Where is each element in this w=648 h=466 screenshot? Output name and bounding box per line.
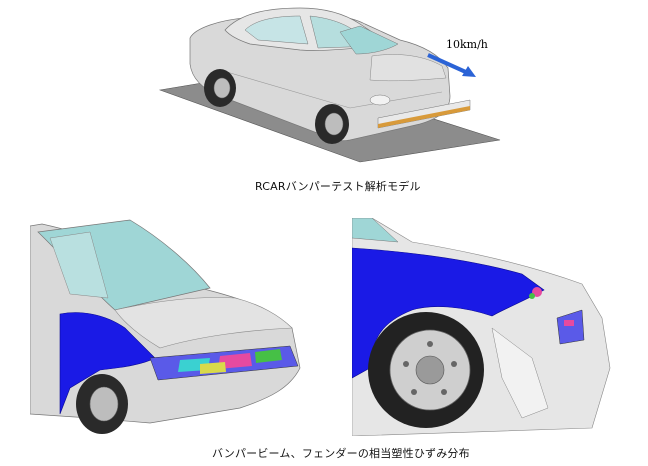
- strain-distribution-front-view: [30, 219, 301, 434]
- rcar-bumper-test-model-illustration: 10km/h: [158, 7, 501, 163]
- car-model: [189, 7, 451, 144]
- fender-strain: [352, 247, 545, 379]
- front-wheel: [368, 312, 484, 428]
- top-figure-caption: RCARバンパーテスト解析モデル: [255, 180, 421, 193]
- strain-distribution-side-view: [352, 218, 611, 436]
- bumper-beam-strain: [149, 345, 299, 381]
- speed-label: 10km/h: [446, 38, 488, 51]
- rear-wheel: [204, 69, 236, 107]
- strain-hotspot: [529, 287, 585, 345]
- rcar-barrier: [377, 99, 471, 129]
- bottom-figure-caption: バンパービーム、フェンダーの相当塑性ひずみ分布: [212, 447, 470, 460]
- velocity-arrow: [427, 53, 476, 77]
- front-wheel: [315, 104, 349, 144]
- front-wheel: [76, 374, 128, 434]
